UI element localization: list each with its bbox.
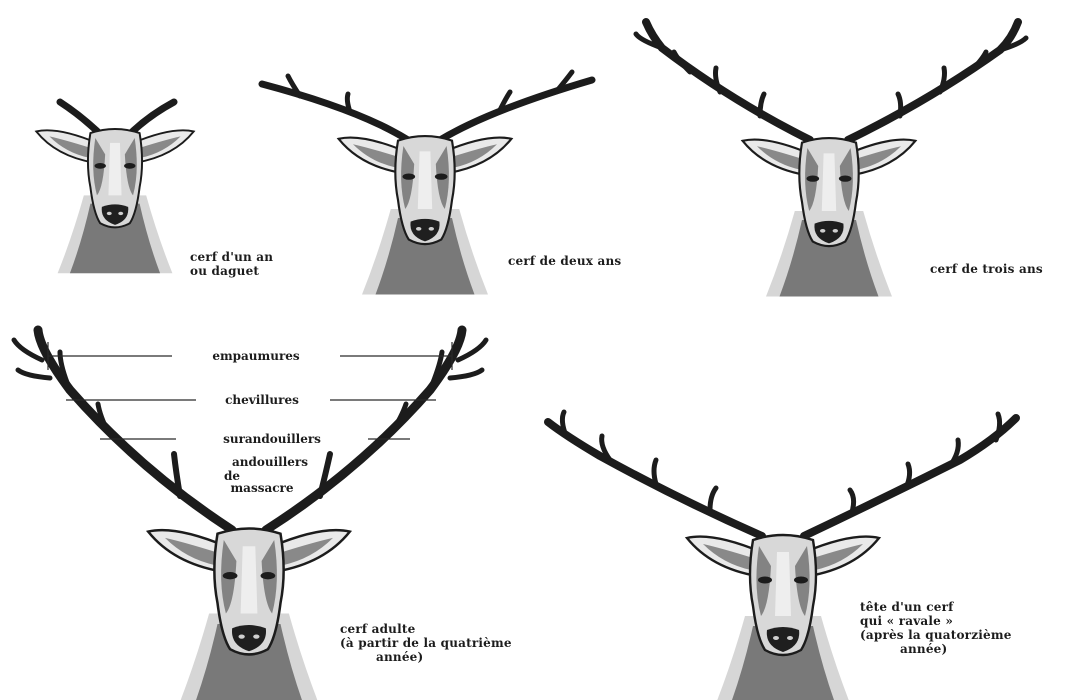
head-one-year [36,102,193,273]
label-chevillures: chevillures [225,393,299,407]
caption-line: qui « ravale » [860,614,1012,628]
deer-head [687,535,879,700]
caption-line: (à partir de la quatrième [340,636,512,650]
head-old-stag [548,412,1016,700]
caption-line: (après la quatorzième [860,628,1012,642]
antlers-old-stag [548,412,1016,536]
antlers-spikes [60,102,174,132]
caption-line: année) [340,650,512,664]
caption-two-years: cerf de deux ans [508,254,621,268]
caption-line: année) [860,642,1012,656]
caption-line: cerf adulte [340,622,512,636]
label-andouillers: andouillers [232,455,308,469]
deer-head [36,129,193,273]
caption-line: cerf d'un an [190,250,273,264]
caption-line: cerf de trois ans [930,262,1043,276]
caption-line: ou daguet [190,264,273,278]
caption-line: cerf de deux ans [508,254,621,268]
label-surandouillers: surandouillers [223,432,321,446]
deer-head [743,138,916,296]
caption-one-year: cerf d'un an ou daguet [190,250,273,278]
head-three-years [636,22,1026,297]
label-empaumures: empaumures [212,349,300,363]
label-andouillers-massacre: massacre [230,481,293,495]
caption-adult: cerf adulte (à partir de la quatrième an… [340,622,512,664]
deer-head [339,136,512,294]
caption-three-years: cerf de trois ans [930,262,1043,276]
caption-old-stag: tête d'un cerf qui « ravale » (après la … [860,600,1012,656]
deer-head [148,528,350,700]
caption-line: tête d'un cerf [860,600,1012,614]
antlers-two-years [262,72,592,140]
antlers-three-years [636,22,1026,140]
